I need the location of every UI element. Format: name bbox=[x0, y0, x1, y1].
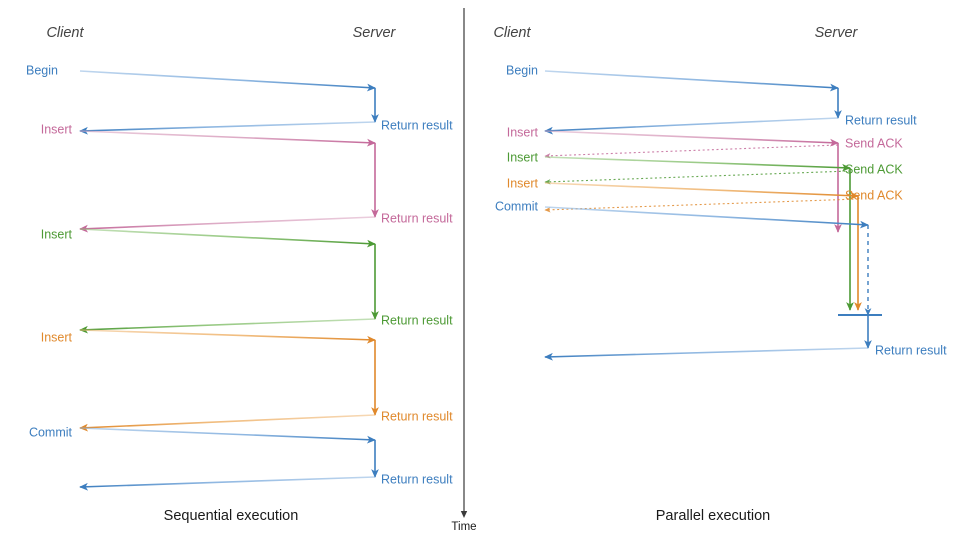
message-arrow bbox=[544, 144, 839, 159]
message-arrow bbox=[544, 156, 851, 172]
message-label: Return result bbox=[381, 472, 453, 486]
time-axis-label: Time bbox=[451, 521, 476, 533]
message-label: Insert bbox=[507, 150, 539, 164]
message-arrow bbox=[79, 329, 376, 344]
message-arrow bbox=[544, 347, 869, 361]
message-label: Send ACK bbox=[845, 162, 903, 176]
message-arrow bbox=[79, 130, 376, 147]
message-label: Send ACK bbox=[845, 136, 903, 150]
message-label: Return result bbox=[381, 409, 453, 423]
message-label: Commit bbox=[29, 425, 73, 439]
message-label: Return result bbox=[875, 343, 947, 357]
message-arrow bbox=[544, 198, 859, 213]
message-arrow bbox=[544, 70, 839, 92]
message-label: Commit bbox=[495, 199, 539, 213]
client-actor-label: Client bbox=[493, 25, 531, 41]
message-arrow bbox=[79, 427, 376, 444]
message-label: Insert bbox=[41, 227, 73, 241]
message-label: Begin bbox=[506, 63, 538, 77]
client-actor-label: Client bbox=[46, 25, 84, 41]
server-actor-label: Server bbox=[353, 25, 397, 41]
message-arrow bbox=[79, 318, 376, 334]
message-arrow bbox=[79, 228, 376, 248]
message-arrow bbox=[79, 70, 376, 92]
message-label: Return result bbox=[381, 211, 453, 225]
message-arrow bbox=[544, 117, 839, 135]
message-label: Return result bbox=[381, 313, 453, 327]
time-axis-arrowhead bbox=[460, 511, 468, 518]
message-arrow bbox=[79, 121, 376, 135]
message-arrow bbox=[544, 130, 839, 147]
message-arrow bbox=[544, 170, 851, 185]
message-label: Insert bbox=[507, 176, 539, 190]
message-arrow bbox=[544, 206, 869, 229]
panel-caption: Sequential execution bbox=[164, 508, 299, 524]
message-arrow bbox=[79, 216, 376, 233]
time-axis: Time bbox=[451, 8, 477, 533]
message-arrow bbox=[544, 182, 859, 200]
message-label: Return result bbox=[845, 113, 917, 127]
panel-caption: Parallel execution bbox=[656, 508, 770, 524]
server-actor-label: Server bbox=[815, 25, 859, 41]
message-label: Insert bbox=[41, 122, 73, 136]
message-label: Return result bbox=[381, 118, 453, 132]
message-label: Insert bbox=[507, 125, 539, 139]
message-label: Begin bbox=[26, 63, 58, 77]
message-arrow bbox=[79, 476, 376, 491]
message-label: Send ACK bbox=[845, 188, 903, 202]
message-arrow bbox=[79, 414, 376, 432]
message-label: Insert bbox=[41, 330, 73, 344]
